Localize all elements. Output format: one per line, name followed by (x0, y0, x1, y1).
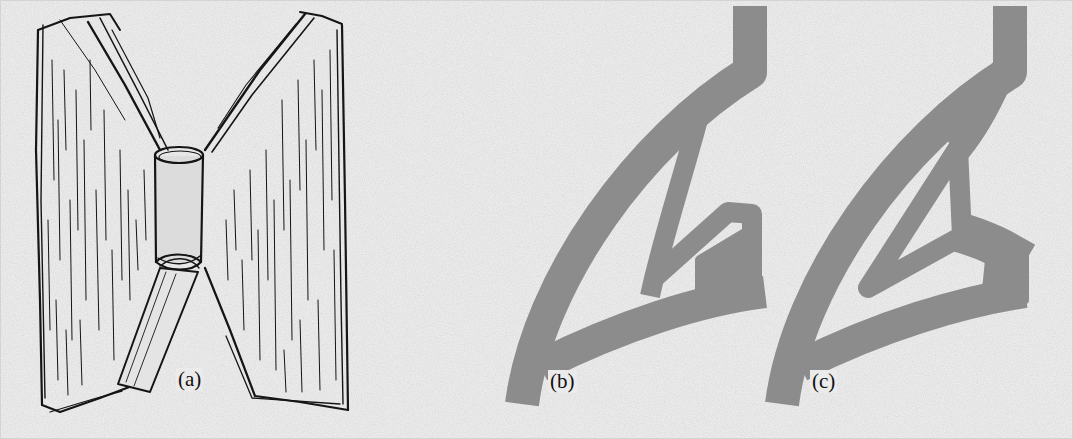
panel-label: (a) (176, 368, 203, 391)
tower-sketch (36, 12, 348, 412)
panel-label: (b) (548, 370, 577, 393)
panel-label: (c) (810, 370, 837, 393)
topology-shape (522, 6, 765, 404)
topology-shape (782, 6, 1025, 404)
